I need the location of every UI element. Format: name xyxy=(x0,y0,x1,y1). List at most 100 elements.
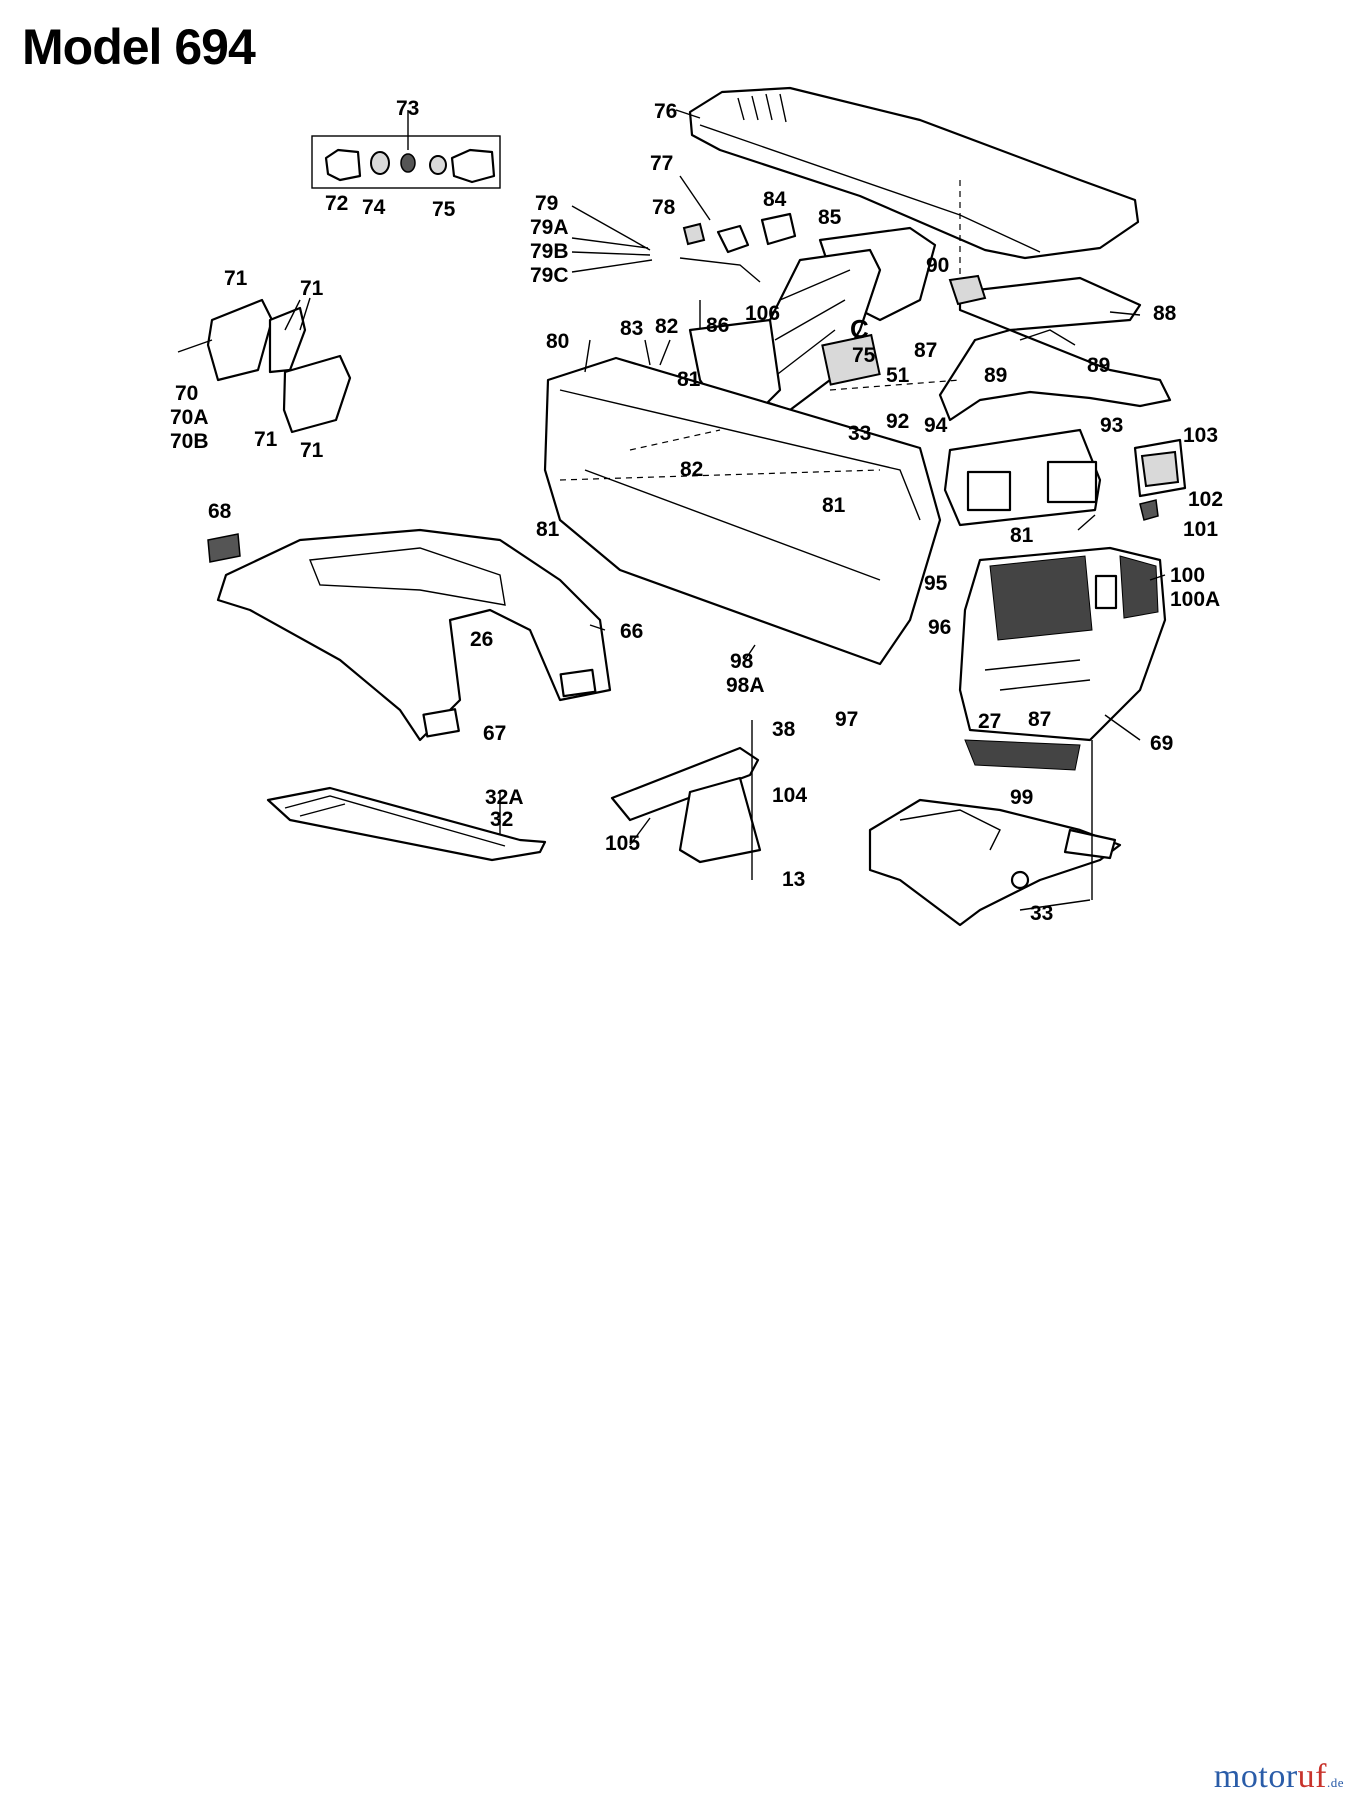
label-70: 70 xyxy=(175,382,198,405)
part-77 xyxy=(716,224,750,254)
label-33-top: 33 xyxy=(848,422,871,445)
label-93: 93 xyxy=(1100,414,1123,437)
label-32A: 32A xyxy=(485,786,524,809)
label-100: 100 xyxy=(1170,564,1205,587)
label-79C: 79C xyxy=(530,264,569,287)
label-82-panel: 82 xyxy=(680,458,703,481)
mounting-bracket-part xyxy=(610,720,762,880)
label-95: 95 xyxy=(924,572,948,595)
footboard-part xyxy=(266,786,547,862)
pedal-bracket-group xyxy=(177,298,352,434)
label-71-bottom-right: 71 xyxy=(300,439,324,462)
seat-bracket-assembly xyxy=(938,274,1172,422)
hinge-90 xyxy=(948,274,987,306)
label-74: 74 xyxy=(362,196,386,219)
label-77: 77 xyxy=(650,152,673,175)
label-103: 103 xyxy=(1183,424,1218,447)
label-89-right: 89 xyxy=(1087,354,1110,377)
ignition-nut-part xyxy=(370,151,390,175)
headlight-bracket-part xyxy=(943,428,1187,527)
label-71-top-right: 71 xyxy=(300,277,324,300)
label-87-bottom: 87 xyxy=(1028,708,1051,731)
label-32: 32 xyxy=(490,808,513,831)
label-85: 85 xyxy=(818,206,842,229)
front-panel-part xyxy=(543,356,961,666)
label-79B: 79B xyxy=(530,240,569,263)
part-labels: 73 72 74 75 76 77 78 84 85 79 79A 79B 79… xyxy=(170,97,1223,925)
label-68: 68 xyxy=(208,500,232,523)
light-window-right xyxy=(1046,460,1098,504)
pedal-arm-part xyxy=(268,306,307,374)
label-79: 79 xyxy=(535,192,558,215)
watermark-brand-a: motor xyxy=(1213,1758,1298,1795)
label-81-console: 81 xyxy=(677,368,701,391)
watermark-brand-c: .de xyxy=(1326,1775,1344,1790)
ignition-switch-inset xyxy=(311,110,501,189)
label-96: 96 xyxy=(928,616,951,639)
label-69: 69 xyxy=(1150,732,1173,755)
rear-fender-part xyxy=(207,528,612,742)
label-84: 84 xyxy=(763,188,787,211)
label-27: 27 xyxy=(978,710,1001,733)
label-90: 90 xyxy=(926,254,949,277)
label-38: 38 xyxy=(772,718,796,741)
label-105: 105 xyxy=(605,832,640,855)
seat-plate-88 xyxy=(958,276,1142,332)
label-98A: 98A xyxy=(726,674,765,697)
label-92: 92 xyxy=(886,410,909,433)
part-78 xyxy=(682,222,706,246)
page-title: Model 694 xyxy=(22,19,256,75)
label-26: 26 xyxy=(470,628,493,651)
label-67: 67 xyxy=(483,722,506,745)
label-88: 88 xyxy=(1153,302,1177,325)
label-70A: 70A xyxy=(170,406,209,429)
pedal-bracket-part xyxy=(206,298,274,382)
lamp-socket-102 xyxy=(1139,499,1159,521)
label-71-bottom-left: 71 xyxy=(254,428,278,451)
ignition-washer-part xyxy=(400,153,416,173)
label-81-panel: 81 xyxy=(822,494,846,517)
label-51: 51 xyxy=(886,364,910,387)
label-100A: 100A xyxy=(1170,588,1220,611)
label-71-top-left: 71 xyxy=(224,267,248,290)
label-102: 102 xyxy=(1188,488,1223,511)
part-84 xyxy=(760,212,797,246)
label-82-top: 82 xyxy=(655,315,678,338)
bracket-51-part xyxy=(821,333,881,386)
label-89-left: 89 xyxy=(984,364,1007,387)
light-window-left xyxy=(966,470,1012,512)
label-78: 78 xyxy=(652,196,676,219)
label-101: 101 xyxy=(1183,518,1218,541)
leader-lines xyxy=(284,109,1166,911)
label-97: 97 xyxy=(835,708,858,731)
label-75-console: 75 xyxy=(852,344,876,367)
seat-rail-89 xyxy=(938,328,1172,422)
label-75: 75 xyxy=(432,198,456,221)
label-81-left: 81 xyxy=(536,518,560,541)
label-72: 72 xyxy=(325,192,348,215)
label-76: 76 xyxy=(654,100,677,123)
reflector-68 xyxy=(207,533,241,563)
label-66: 66 xyxy=(620,620,643,643)
ignition-switch-body-part xyxy=(450,148,496,184)
small-bracket-parts xyxy=(679,212,797,283)
inset-frame xyxy=(311,135,501,189)
label-73: 73 xyxy=(396,97,419,120)
hood-grille-part xyxy=(958,546,1167,771)
label-99: 99 xyxy=(1010,786,1033,809)
label-80: 80 xyxy=(546,330,569,353)
label-94: 94 xyxy=(924,414,948,437)
hood-emblem xyxy=(1094,574,1118,610)
label-86: 86 xyxy=(706,314,729,337)
ignition-ring-part xyxy=(429,155,447,175)
label-C: C xyxy=(850,314,869,344)
motoruf-watermark: motoruf.de xyxy=(1214,1758,1344,1796)
label-83: 83 xyxy=(620,317,643,340)
ignition-key-part xyxy=(324,148,362,182)
lower-grille-99 xyxy=(964,739,1081,771)
pedal-plate-part xyxy=(282,354,352,434)
label-104: 104 xyxy=(772,784,807,807)
front-frame-part xyxy=(868,740,1122,927)
label-87-top: 87 xyxy=(914,339,937,362)
